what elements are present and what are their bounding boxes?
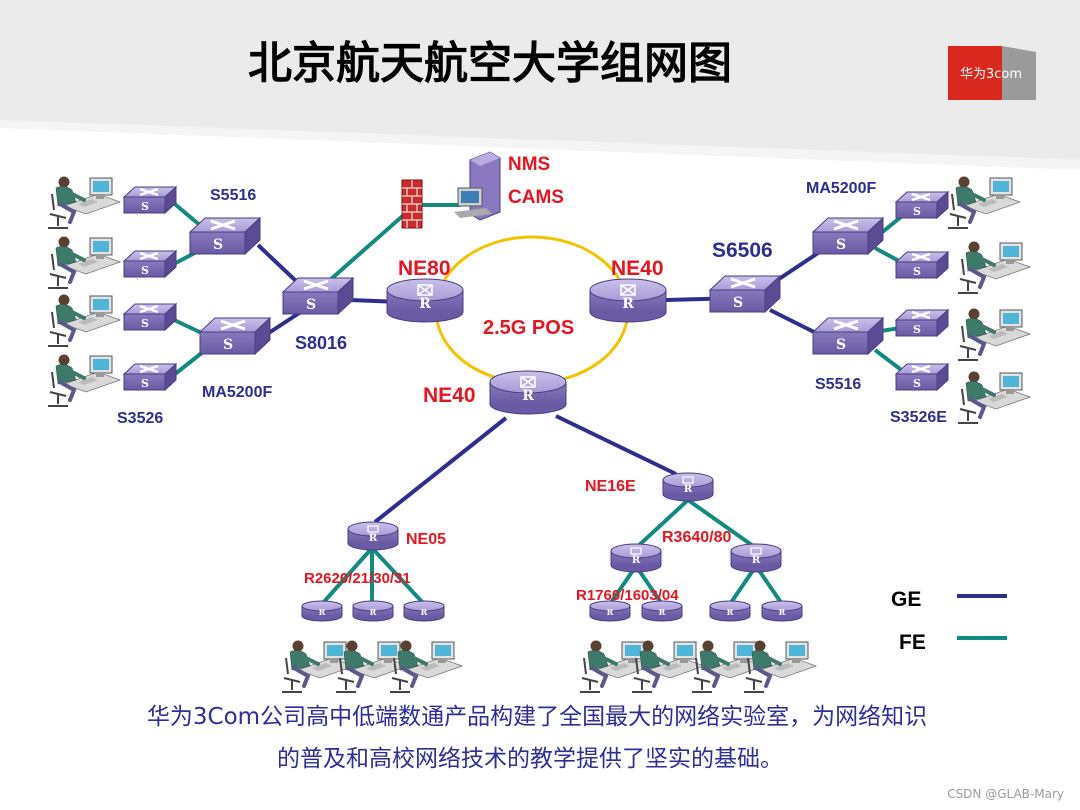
label-ne05: NE05 <box>406 531 446 548</box>
label-ring: 2.5G POS <box>483 317 574 339</box>
pc-user-icon <box>280 638 356 694</box>
left-users <box>46 174 122 408</box>
router-ne40-bottom-icon <box>489 370 567 415</box>
switch-s3526-icon <box>122 185 178 215</box>
label-ne16e: NE16E <box>585 478 636 495</box>
label-s3526e: S3526E <box>890 409 947 426</box>
label-ne80: NE80 <box>398 257 451 280</box>
pc-user-icon <box>956 369 1032 425</box>
link-ne16e-r3640b <box>686 498 758 550</box>
label-r2620: R2620/21/30/31 <box>304 570 411 587</box>
legend-ge-label: GE <box>891 588 921 611</box>
switch-ma5200f-left-icon <box>198 316 272 356</box>
switch-s3526e-icon <box>894 250 950 280</box>
caption-line-1: 华为3Com公司高中低端数通产品构建了全国最大的网络实验室，为网络知识 <box>147 704 927 730</box>
label-cams: CAMS <box>508 187 564 208</box>
legend: GE FE <box>891 588 1007 654</box>
switch-s5516-left-icon <box>188 216 262 256</box>
huawei-3com-logo: 华为3com <box>948 46 1036 100</box>
label-s8016: S8016 <box>295 333 347 353</box>
label-ne40-bottom: NE40 <box>423 384 476 407</box>
watermark: CSDN @GLAB-Mary <box>947 787 1064 801</box>
switch-s8016-icon <box>281 276 355 316</box>
label-nms: NMS <box>508 154 550 175</box>
legend-fe-label: FE <box>899 631 926 654</box>
firewall-icon <box>401 179 423 229</box>
pc-user-icon <box>46 292 122 348</box>
pc-user-icon <box>46 234 122 290</box>
link-s8016-firewall <box>328 203 417 282</box>
pc-user-icon <box>46 352 122 408</box>
router-r2620-icon <box>301 600 343 622</box>
label-s3526: S3526 <box>117 410 163 427</box>
link-ne05-r3 <box>370 546 426 606</box>
label-s6506: S6506 <box>712 239 773 262</box>
header-background <box>0 0 1080 170</box>
router-r1760-icon <box>761 600 803 622</box>
left-access-switches <box>122 185 178 392</box>
right-access-switches <box>894 190 950 392</box>
router-r2620-icon <box>403 600 445 622</box>
router-r1760-icon <box>589 600 631 622</box>
page-title: 北京航天航空大学组网图 <box>248 38 732 89</box>
router-r2620-icon <box>352 600 394 622</box>
switch-s3526-icon <box>122 249 178 279</box>
pc-user-icon <box>956 239 1032 295</box>
device-labels: NMS CAMS S5516 S8016 MA5200F S3526 NE80 … <box>117 154 947 604</box>
label-s5516-right: S5516 <box>815 376 861 393</box>
router-ne05-icon <box>347 521 399 551</box>
switch-s3526e-icon <box>894 362 950 392</box>
router-r3640-right-icon <box>730 543 782 573</box>
switch-s3526-icon <box>122 362 178 392</box>
pc-user-icon <box>946 174 1022 230</box>
router-ne80-icon <box>386 278 464 323</box>
link-ne16e-r3640a <box>634 498 690 550</box>
label-ma5200f-right: MA5200F <box>806 180 876 197</box>
switch-ma5200f-right-icon <box>811 216 885 256</box>
router-r1760-icon <box>709 600 751 622</box>
caption-line-2: 的普及和高校网络技术的教学提供了坚实的基础。 <box>277 746 783 772</box>
router-ne16e-icon <box>662 472 714 502</box>
switch-s3526-icon <box>122 302 178 332</box>
right-users <box>946 174 1032 425</box>
pc-user-icon <box>334 638 410 694</box>
pc-user-icon <box>956 306 1032 362</box>
edge-routers <box>301 600 803 622</box>
logo-text: 华为3com <box>960 67 1022 82</box>
label-r3640: R3640/80 <box>662 529 731 546</box>
link-ne40-ne16e <box>555 414 677 476</box>
label-ne40-top: NE40 <box>611 257 664 280</box>
router-r1760-icon <box>641 600 683 622</box>
router-r3640-left-icon <box>610 543 662 573</box>
label-ma5200f-left: MA5200F <box>202 384 272 401</box>
switch-s5516-right-icon <box>811 316 885 356</box>
link-ne05-r1 <box>320 546 374 606</box>
label-r1760: R1760/1603/04 <box>576 587 679 604</box>
label-s5516-left: S5516 <box>210 187 256 204</box>
pc-user-icon <box>46 174 122 230</box>
router-ne40-top-icon <box>589 278 667 323</box>
link-ne40-ne05 <box>373 416 508 524</box>
switch-s3526e-icon <box>894 308 950 338</box>
switch-s6506-icon <box>708 274 782 314</box>
switch-s3526e-icon <box>894 190 950 220</box>
bottom-users <box>280 638 818 694</box>
nms-server-icon <box>454 151 501 221</box>
pc-user-icon <box>388 638 464 694</box>
